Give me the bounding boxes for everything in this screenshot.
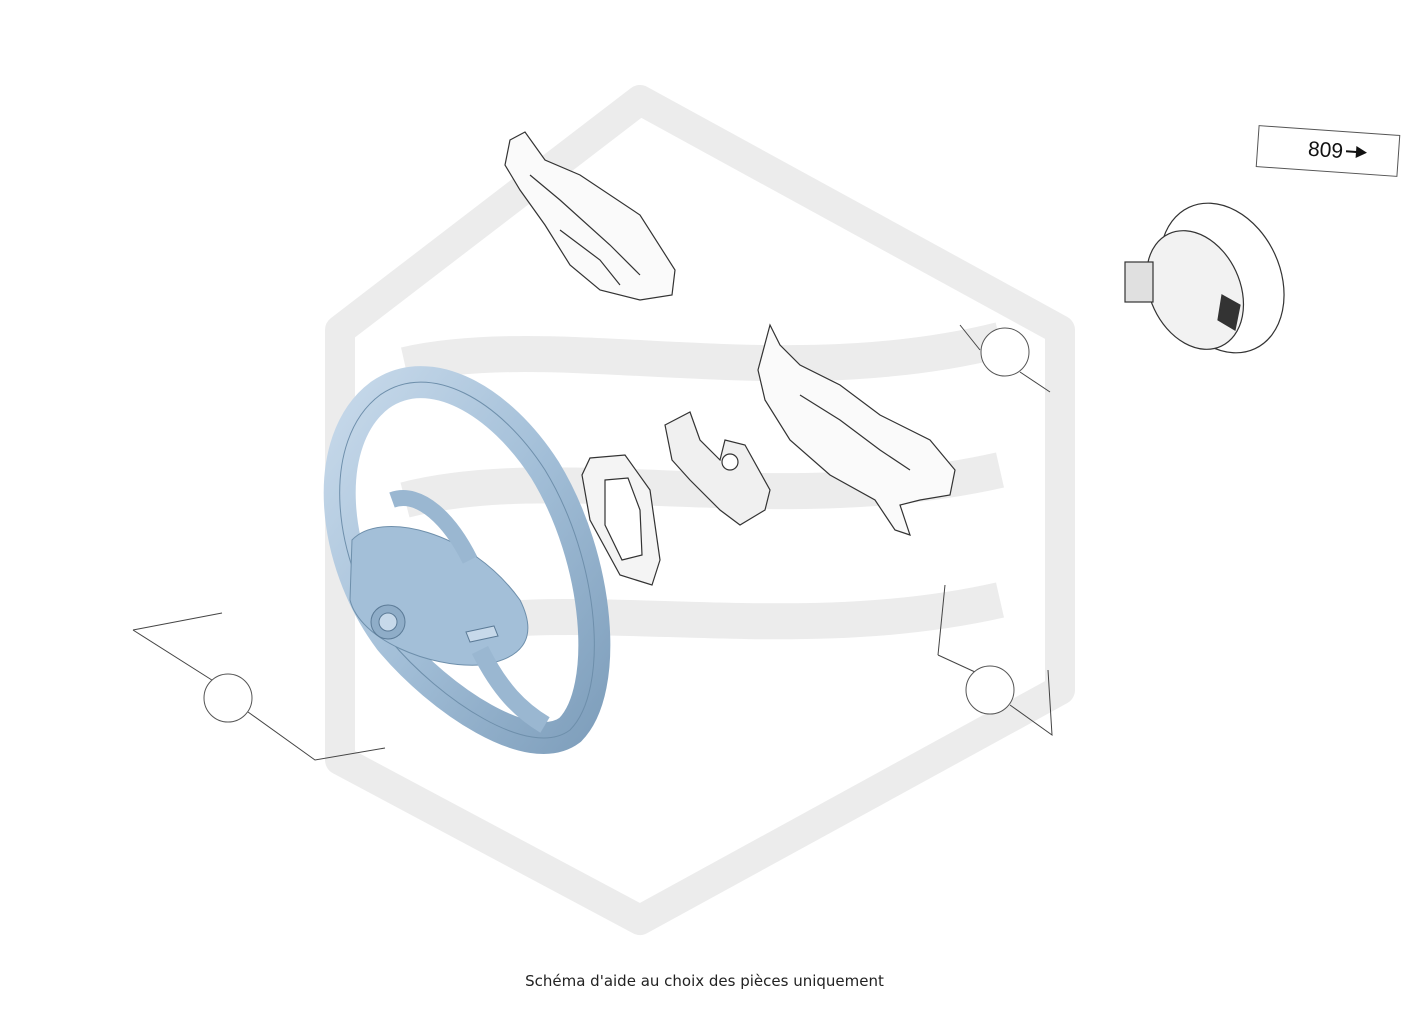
arrow-right-icon bbox=[1355, 145, 1368, 159]
airbag-module[interactable] bbox=[1124, 183, 1308, 373]
watermark-logo bbox=[325, 85, 1075, 935]
leader-lines bbox=[132, 324, 1053, 761]
upper-left-trim-cover[interactable] bbox=[504, 131, 676, 301]
callout-circle-bottom-right bbox=[965, 665, 1015, 715]
reference-label: 809 bbox=[1307, 137, 1344, 164]
rear-shroud-cover[interactable] bbox=[757, 323, 956, 536]
diagram-caption: Schéma d'aide au choix des pièces unique… bbox=[525, 972, 884, 990]
callout-circle-top-right bbox=[980, 327, 1030, 377]
hub-bracket[interactable] bbox=[664, 411, 771, 526]
steering-wheel[interactable] bbox=[323, 366, 611, 754]
callout-circles bbox=[203, 327, 1030, 723]
mounting-ring[interactable] bbox=[581, 454, 661, 586]
callout-circle-left bbox=[203, 673, 253, 723]
